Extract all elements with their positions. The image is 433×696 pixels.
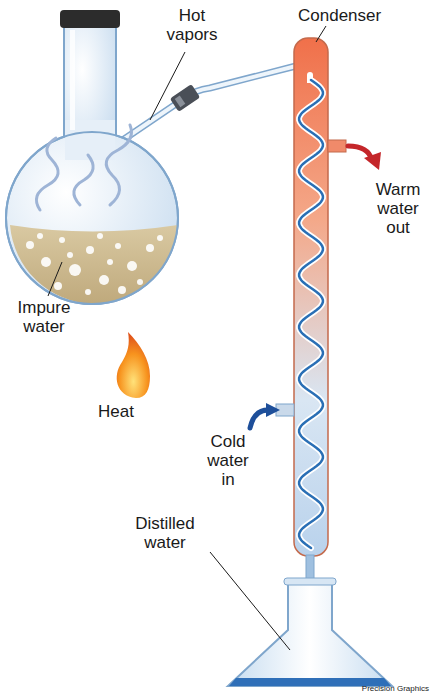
bubble bbox=[59, 237, 65, 243]
bubble bbox=[86, 246, 94, 254]
bubble bbox=[69, 264, 81, 276]
bubble bbox=[146, 244, 154, 252]
heat-label: Heat bbox=[98, 402, 158, 421]
product-label: Distilled water bbox=[120, 514, 210, 552]
bubble bbox=[67, 252, 73, 258]
bubble bbox=[127, 261, 137, 271]
credit-text: Precision Graphics bbox=[329, 684, 429, 694]
bubble bbox=[137, 279, 143, 285]
bubble bbox=[115, 243, 121, 249]
bubble bbox=[37, 233, 43, 239]
vapor-label: Hot vapors bbox=[160, 6, 224, 44]
bubble bbox=[54, 282, 62, 290]
bubble bbox=[99, 275, 109, 285]
bubble bbox=[118, 286, 126, 294]
outlet-label: Warm water out bbox=[367, 180, 429, 237]
inlet-label: Cold water in bbox=[200, 432, 256, 489]
bubble bbox=[107, 259, 113, 265]
bubble bbox=[97, 233, 103, 239]
liquid-label: Impure water bbox=[6, 298, 82, 336]
bubble bbox=[85, 289, 91, 295]
condenser-label: Condenser bbox=[298, 6, 408, 25]
bubble bbox=[26, 241, 34, 249]
bubble bbox=[41, 257, 51, 267]
bubble bbox=[157, 235, 163, 241]
